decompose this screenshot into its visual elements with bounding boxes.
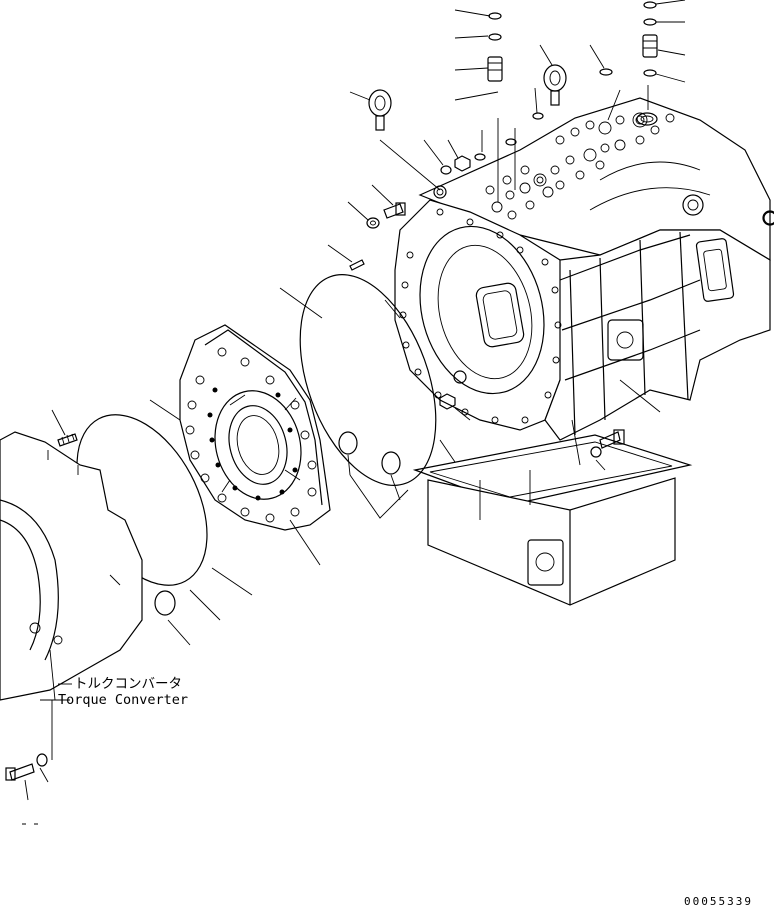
leader-lines [22, 0, 686, 825]
plug-top-right [642, 1, 658, 77]
transmission-case [394, 97, 774, 441]
callout-en: Torque Converter [58, 692, 188, 708]
adapter-plate [179, 324, 331, 531]
torque-converter-housing [0, 431, 143, 760]
drawing-number: 00055339 [684, 895, 753, 908]
callout-labels: トルクコンバータ Torque Converter 00055339 [58, 676, 753, 908]
case-gasket [299, 274, 437, 486]
eye-bolt-center [543, 64, 567, 106]
callout-jp: トルクコンバータ [74, 676, 182, 692]
eye-bolt-left [368, 89, 392, 131]
plug-top-left [487, 12, 503, 82]
oil-pan [412, 434, 693, 606]
